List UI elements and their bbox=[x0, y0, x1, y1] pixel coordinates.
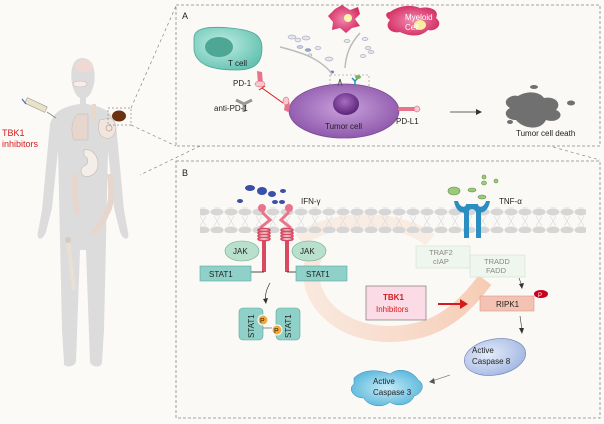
dead-tumor-cell bbox=[505, 85, 575, 128]
brain-icon bbox=[75, 60, 93, 72]
tumor-mass-icon bbox=[112, 110, 126, 122]
death-arrowhead bbox=[476, 109, 482, 115]
dimer-left-label: STAT1 bbox=[247, 314, 256, 338]
body-silhouette bbox=[37, 58, 129, 367]
ifn-gamma-ligands bbox=[237, 185, 286, 204]
ripk1-label: RIPK1 bbox=[496, 300, 520, 309]
intestine-icon bbox=[71, 173, 115, 236]
myeloid-cell: Myeloid Cell bbox=[386, 5, 440, 36]
ifn-gamma-label: IFN-γ bbox=[301, 197, 321, 206]
t-cell-label: T cell bbox=[228, 59, 247, 68]
lung-icon bbox=[71, 113, 89, 141]
ripk1-phospho-label: P bbox=[538, 293, 542, 299]
myeloid-label-line2: Cell bbox=[405, 23, 419, 32]
cytokine-particles bbox=[287, 34, 375, 74]
stat1-left-label: STAT1 bbox=[209, 270, 233, 279]
stat1-left: STAT1 bbox=[199, 265, 252, 282]
tnf-alpha-ligands bbox=[447, 174, 499, 200]
myeloid-cell-small bbox=[328, 5, 360, 33]
stomach-icon bbox=[80, 149, 99, 177]
casp3-line2: Caspase 3 bbox=[373, 388, 412, 397]
pd1-receptor bbox=[254, 71, 266, 88]
casp3-line1: Active bbox=[373, 377, 395, 386]
jak-left-label: JAK bbox=[233, 247, 248, 256]
myeloid-flow-arrow bbox=[344, 32, 361, 69]
tnf-alpha-label: TNF-α bbox=[499, 197, 522, 206]
caspase-3: Active Caspase 3 bbox=[351, 370, 423, 407]
pd1-label: PD-1 bbox=[233, 79, 252, 88]
jak-right: JAK bbox=[291, 240, 327, 262]
dimer-right-label: STAT1 bbox=[284, 314, 293, 338]
pd1-pdl1-inhibition-line bbox=[261, 87, 284, 104]
tbk1-inhibitors-box: TBK1 Inhibitors bbox=[365, 285, 427, 321]
jak-right-label: JAK bbox=[300, 247, 315, 256]
tumor-cell-label: Tumor cell bbox=[325, 122, 362, 131]
ripk1-to-casp8-arrow bbox=[519, 315, 523, 331]
t-cell: T cell bbox=[193, 26, 263, 71]
pd-l1-receptor bbox=[398, 105, 421, 113]
anti-pd1-antibody-icon bbox=[235, 98, 253, 112]
casp8-to-casp3-arrow bbox=[431, 374, 451, 382]
traf2-ciap-box: TRAF2 cIAP bbox=[415, 245, 471, 269]
tradd-arrowhead bbox=[519, 283, 524, 289]
tnf-receptor bbox=[454, 201, 490, 238]
caspase-8: Active Caspase 8 bbox=[464, 338, 526, 376]
panel-a-label: A bbox=[182, 11, 188, 21]
ripk1-arrowhead bbox=[519, 328, 524, 334]
stat1-right-label: STAT1 bbox=[306, 270, 330, 279]
tbk1-label: TBK1 bbox=[383, 293, 404, 302]
anti-pd1-label: anti-PD-1 bbox=[214, 104, 248, 113]
ifn-receptor-left bbox=[257, 204, 273, 272]
breast-icon bbox=[98, 117, 117, 139]
casp8-line2: Caspase 8 bbox=[472, 357, 511, 366]
human-body-figure: TBK1 inhibitors bbox=[2, 58, 132, 367]
receptor-zoom-box bbox=[329, 74, 370, 90]
tumor-cell: Tumor cell bbox=[288, 83, 400, 139]
drug-label-line1: TBK1 bbox=[2, 128, 25, 138]
stat1-dimer: STAT1 STAT1 P P bbox=[238, 307, 301, 341]
fadd-label: FADD bbox=[486, 266, 507, 275]
casp8-line1: Active bbox=[472, 346, 494, 355]
ifn-receptor-right bbox=[278, 204, 294, 272]
inhibition-arrowhead bbox=[460, 299, 468, 309]
stat1-right: STAT1 bbox=[295, 265, 348, 282]
stat1-arrowhead bbox=[263, 298, 268, 304]
tradd-label: TRADD bbox=[484, 257, 510, 266]
mouth-icon bbox=[72, 80, 88, 88]
tradd-fadd-box: TRADD FADD bbox=[469, 254, 526, 278]
phospho-icon bbox=[271, 324, 283, 336]
myeloid-label-line1: Myeloid bbox=[405, 13, 433, 22]
death-label: Tumor cell death bbox=[516, 129, 575, 138]
ripk1-phospho-icon bbox=[534, 290, 548, 298]
phospho-icon bbox=[257, 314, 269, 326]
ifn-receptor-icon bbox=[337, 78, 343, 87]
tnf-ligand-icon bbox=[355, 75, 361, 79]
jak-left: JAK bbox=[224, 240, 260, 262]
tumor-nucleus bbox=[333, 93, 359, 115]
panel-a: A T cell PD-1 anti-PD-1 Tumor cell bbox=[175, 4, 601, 147]
phospho-label: P bbox=[274, 328, 279, 335]
casp8-arrowhead bbox=[429, 378, 435, 384]
t-cell-nucleus bbox=[205, 37, 233, 57]
panel-b-label: B bbox=[182, 168, 188, 178]
panel-b: B IFN-γ bbox=[175, 160, 601, 419]
femur-icon bbox=[66, 239, 76, 291]
traf2-label: TRAF2 bbox=[429, 248, 453, 257]
inhibition-bar bbox=[258, 85, 266, 91]
cytokine-flow-arrow bbox=[279, 46, 333, 75]
syringe-icon bbox=[21, 97, 57, 119]
inhibitors-label: Inhibitors bbox=[376, 305, 408, 314]
ciap-label: cIAP bbox=[433, 257, 449, 266]
phospho-label: P bbox=[260, 318, 265, 325]
pd-l1-tumor-side bbox=[282, 96, 290, 112]
ripk1-box: RIPK1 P bbox=[479, 290, 548, 312]
trachea-icon bbox=[92, 104, 96, 120]
femur-head-icon bbox=[65, 237, 71, 243]
pd-l1-label: PD-L1 bbox=[396, 117, 419, 126]
drug-label-line2: inhibitors bbox=[2, 139, 39, 149]
